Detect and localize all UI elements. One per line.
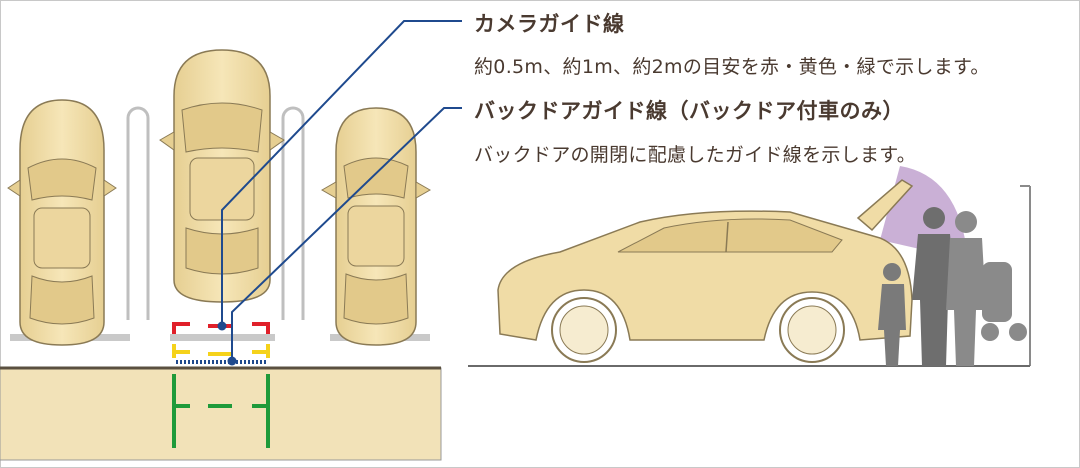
people-silhouettes <box>878 207 1027 366</box>
parked-car-left <box>7 99 117 346</box>
adult-with-stroller-silhouette <box>946 211 1027 366</box>
bollards <box>126 106 305 320</box>
open-backdoor <box>856 179 914 232</box>
leader-camera-guide <box>217 20 462 331</box>
camera-guide-title: カメラガイド線 <box>474 12 625 36</box>
child-silhouette <box>878 263 906 366</box>
garage-wall <box>1020 185 1031 366</box>
side-view-car <box>497 179 914 363</box>
guide-lines-yellow <box>172 344 270 358</box>
adult-silhouette <box>912 207 956 366</box>
backdoor-guide-title: バックドアガイド線（バックドア付車のみ） <box>474 99 904 123</box>
parked-car-right <box>320 107 432 346</box>
parking-floor <box>0 367 442 461</box>
camera-guide-description: 約0.5m、約1m、約2mの目安を赤・黄色・緑で示します。 <box>474 56 990 78</box>
reversing-car <box>159 49 285 303</box>
leader-backdoor-guide <box>227 107 462 366</box>
backdoor-guide-description: バックドアの開閉に配慮したガイド線を示します。 <box>474 144 917 166</box>
guide-lines-green <box>172 374 270 448</box>
